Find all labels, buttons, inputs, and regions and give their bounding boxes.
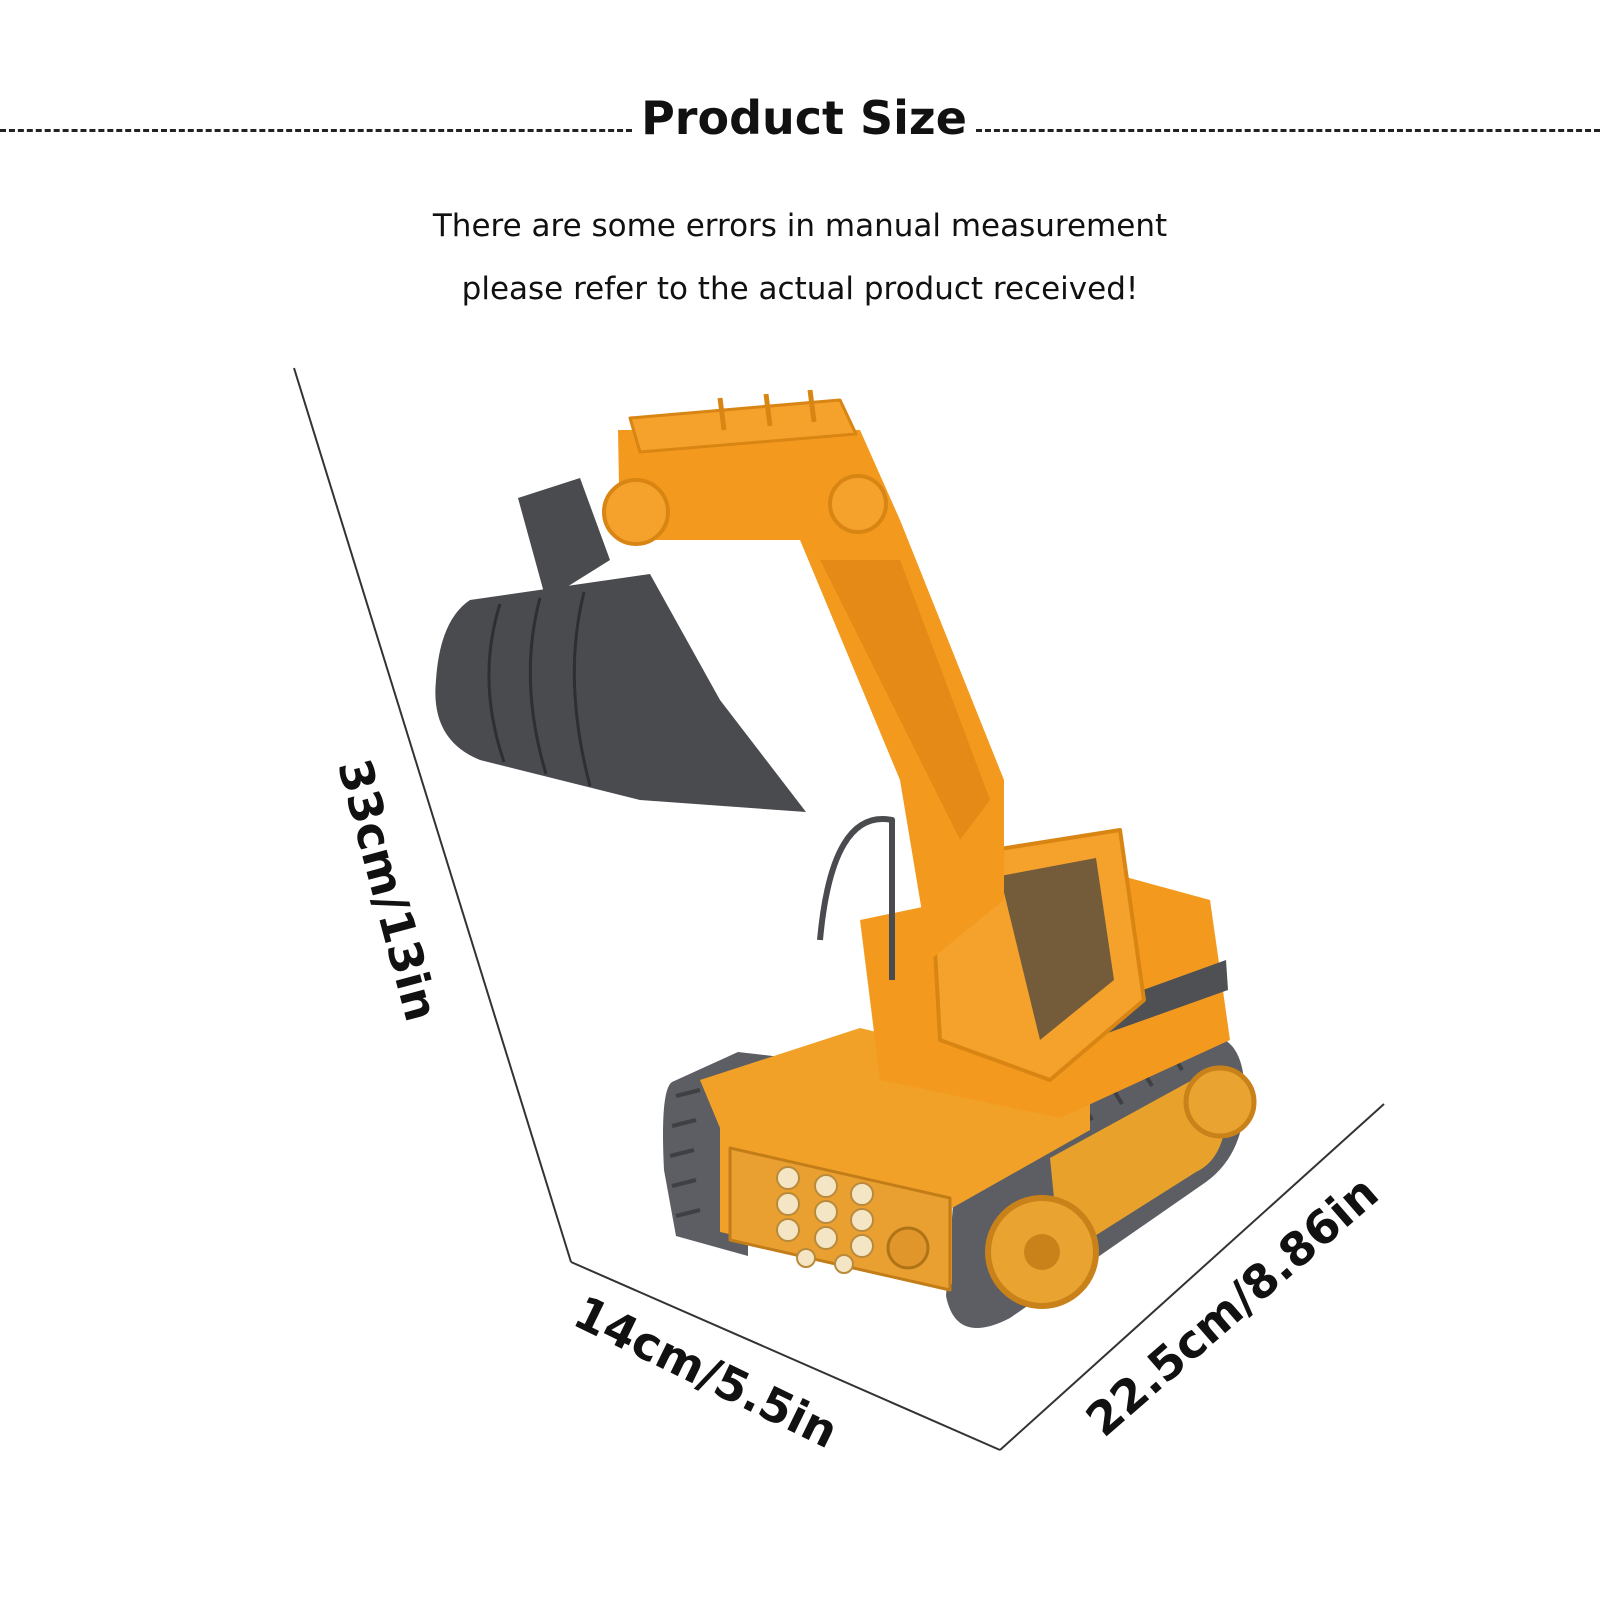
cab-window [1000,858,1114,1040]
boom-shade [820,560,990,840]
height-dimension-line [293,367,572,1263]
boom [618,430,1004,960]
header-divider-right [976,129,1600,132]
bucket [435,574,806,812]
dimension-lines [293,367,1385,1451]
hydraulic-rings [717,389,817,431]
page-title: Product Size [641,91,967,145]
excavator-toy [435,389,1257,1329]
sound-buttons [776,1166,874,1274]
handrail [817,816,895,980]
speaker-grille [886,1226,930,1270]
bucket-ribs [487,591,592,787]
boom-pivot [602,478,670,546]
page-header: Product Size [0,88,1600,148]
depth-dimension-line [999,1103,1385,1451]
width-dimension-line [570,1261,1001,1451]
rear-sprocket [1183,1065,1257,1139]
arm-pivot [828,474,888,534]
measurement-note-line-1: There are some errors in manual measurem… [432,208,1168,244]
measurement-note-line-2: please refer to the actual product recei… [461,271,1139,307]
right-track-side [1050,1077,1227,1258]
header-divider-left [0,129,632,132]
bucket-link [518,478,610,600]
